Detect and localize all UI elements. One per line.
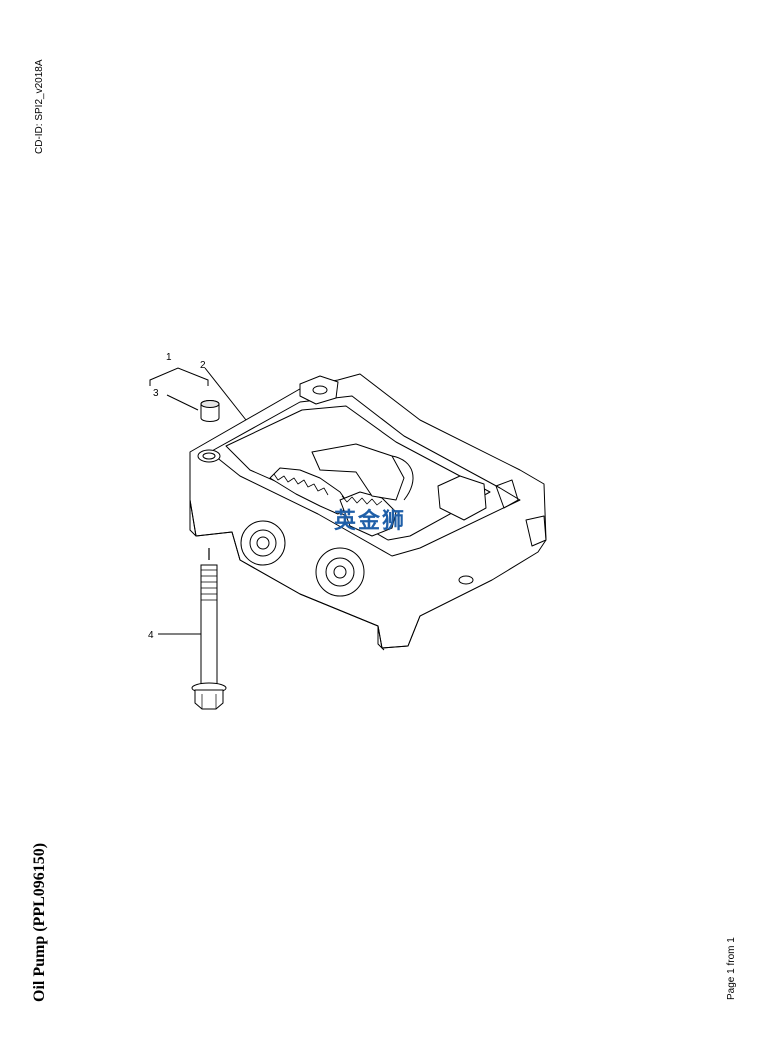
callout-4: 4 xyxy=(148,630,154,641)
oil-pump-housing xyxy=(189,373,547,651)
bolt-part xyxy=(191,548,227,710)
watermark-logo: 英金狮 xyxy=(334,509,407,534)
callout-labels: 1 2 3 4 xyxy=(148,352,206,641)
callout-2: 2 xyxy=(200,360,206,371)
callout-3: 3 xyxy=(153,388,159,399)
callout-1: 1 xyxy=(166,352,172,363)
sleeve-part xyxy=(200,400,220,422)
